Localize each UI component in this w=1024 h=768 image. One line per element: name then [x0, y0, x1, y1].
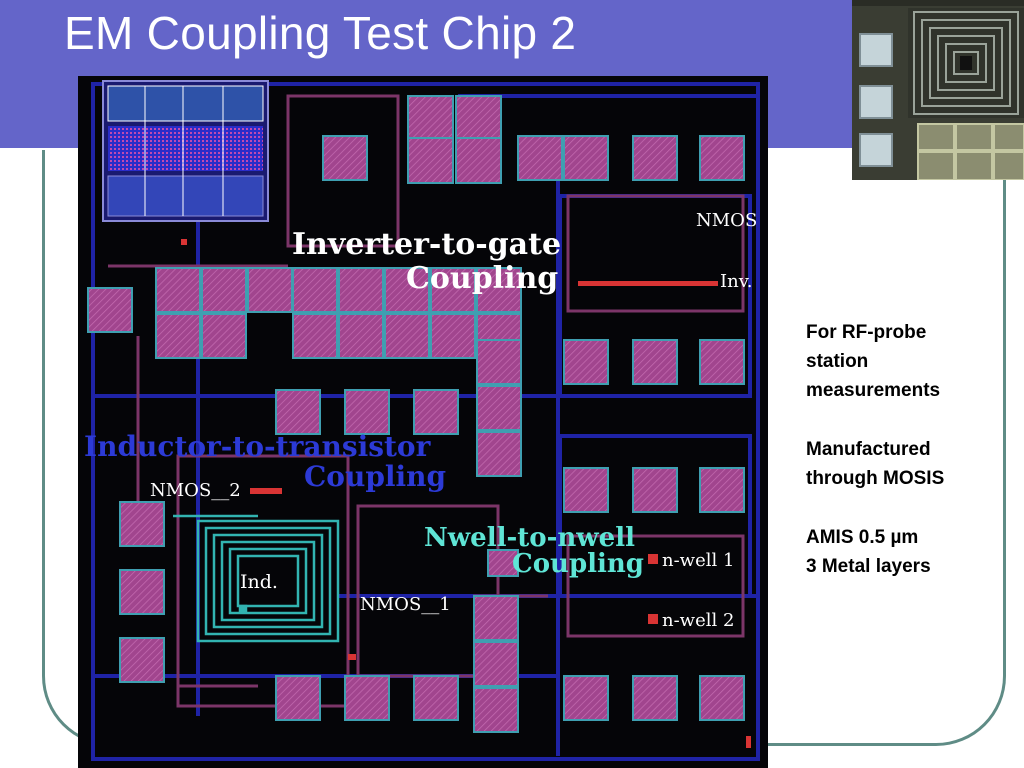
chip-layout-image: Inverter-to-gate Coupling NMOS Inv. Indu…: [78, 76, 768, 768]
note-line: AMIS 0.5 µm: [806, 527, 919, 548]
label-inv: Inv.: [720, 271, 752, 292]
label-nmos-top: NMOS: [696, 210, 757, 231]
label-nwell-to-nwell: Nwell-to-nwell: [424, 523, 635, 553]
chip-layout-svg: Inverter-to-gate Coupling NMOS Inv. Indu…: [84, 80, 760, 761]
label-inverter-to-gate-coupling: Coupling: [406, 261, 558, 296]
die-photo-svg: [852, 0, 1024, 180]
note-rf-probe: For RF-probe station measurements: [806, 318, 1016, 405]
die-photo-pads: [859, 33, 893, 167]
label-inverter-to-gate: Inverter-to-gate: [292, 227, 561, 262]
die-photo-spiral: [913, 11, 1019, 115]
label-nwell-to-nwell-coupling: Coupling: [512, 549, 644, 579]
note-line: station: [806, 351, 869, 372]
logic-block: [102, 80, 269, 245]
label-nmos-1: NMOS__1: [360, 594, 451, 615]
probe-pads: [87, 95, 745, 733]
layout-labels: Inverter-to-gate Coupling NMOS Inv. Indu…: [84, 210, 757, 631]
die-photo: [852, 0, 1024, 180]
note-line: 3 Metal layers: [806, 556, 931, 577]
note-process: AMIS 0.5 µm 3 Metal layers: [806, 523, 1016, 581]
note-manufactured: Manufactured through MOSIS: [806, 435, 1016, 493]
label-nwell-1: n-well 1: [662, 550, 734, 571]
side-notes: For RF-probe station measurements Manufa…: [806, 318, 1016, 611]
inductor-spiral: [173, 514, 340, 643]
label-ind: Ind.: [240, 571, 278, 593]
label-inductor-to-transistor-coupling: Coupling: [304, 460, 446, 493]
label-inductor-to-transistor: Inductor-to-transistor: [84, 430, 432, 463]
note-line: measurements: [806, 380, 941, 401]
note-line: For RF-probe: [806, 322, 927, 343]
note-line: through MOSIS: [806, 468, 945, 489]
label-nwell-2: n-well 2: [662, 610, 734, 631]
slide-title: EM Coupling Test Chip 2: [64, 7, 577, 59]
red-transistor-lines: [250, 281, 751, 748]
label-nmos-2: NMOS__2: [150, 480, 241, 501]
note-line: Manufactured: [806, 439, 931, 460]
die-photo-grid: [917, 123, 1024, 180]
